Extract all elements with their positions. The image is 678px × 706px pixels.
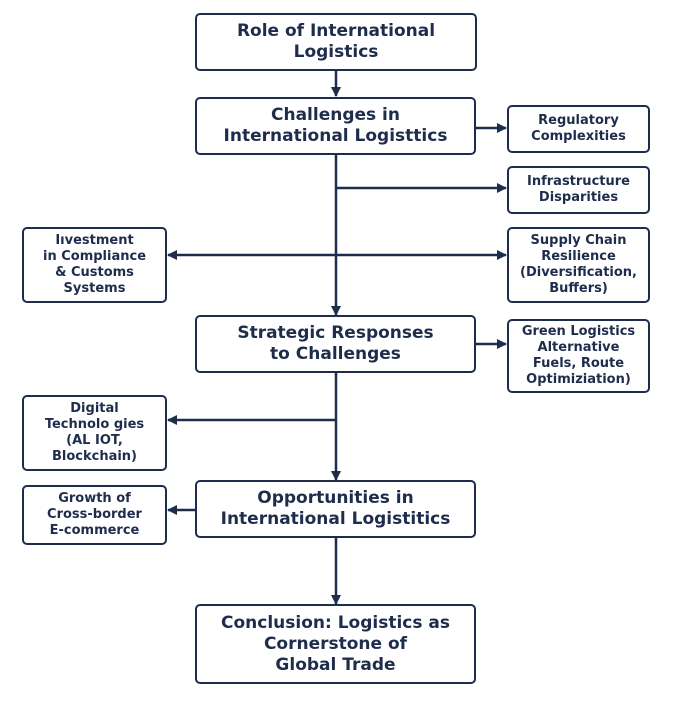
node-regulatory-complexities: Regulatory Complexities xyxy=(507,105,650,153)
node-opportunities: Opportunities in International Logistiti… xyxy=(195,480,476,538)
node-green-logistics: Green Logistics Alternative Fuels, Route… xyxy=(507,319,650,393)
node-conclusion: Conclusion: Logistics as Cornerstone of … xyxy=(195,604,476,684)
node-role-of-international-logistics: Role of International Logistics xyxy=(195,13,477,71)
node-challenges: Challenges in International Logisttics xyxy=(195,97,476,155)
node-digital-technologies: Digital Technolo gies (AL IOT, Blockchai… xyxy=(22,395,167,471)
node-supply-chain-resilience: Supply Chain Resilience (Diversification… xyxy=(507,227,650,303)
node-infrastructure-disparities: Infrastructure Disparities xyxy=(507,166,650,214)
node-strategic-responses: Strategic Responses to Challenges xyxy=(195,315,476,373)
node-cross-border-ecommerce: Growth of Cross-border E-commerce xyxy=(22,485,167,545)
node-investment-in-compliance: Iıvestment in Compliance & Customs Syste… xyxy=(22,227,167,303)
